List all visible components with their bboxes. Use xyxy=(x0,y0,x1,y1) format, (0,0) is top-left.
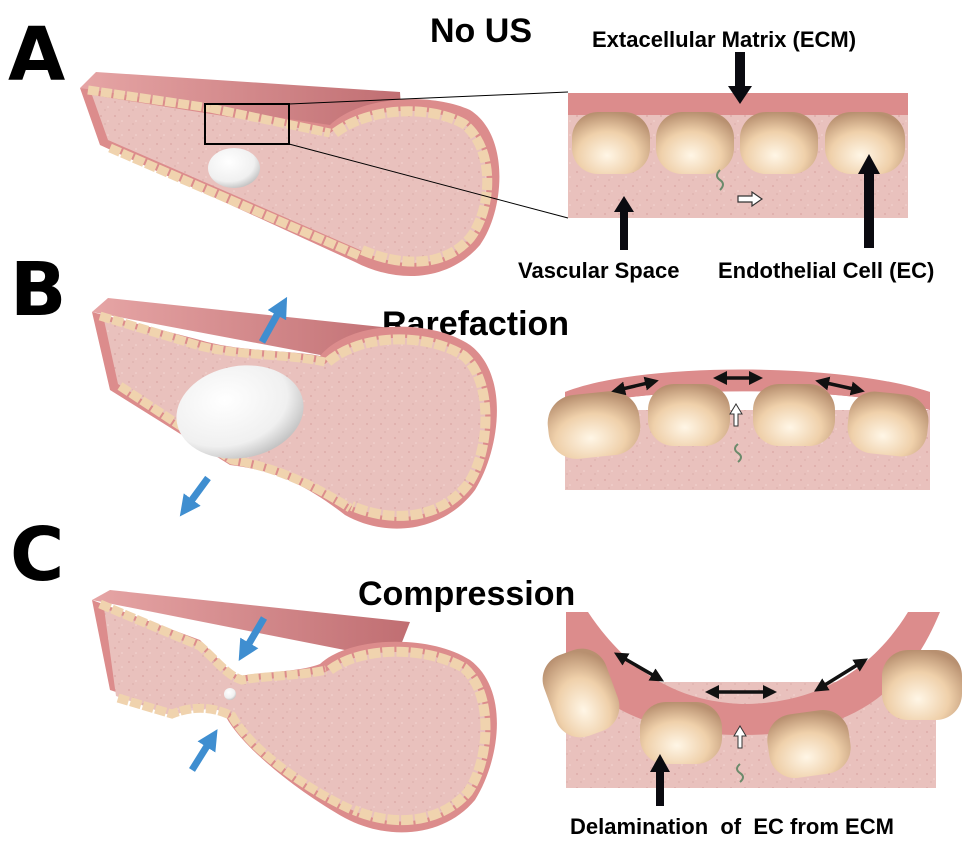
vessel-a xyxy=(80,72,568,276)
vessel-b xyxy=(92,298,497,529)
endothelial-cell-label: Endothelial Cell (EC) xyxy=(718,258,934,283)
zoom-b xyxy=(545,370,931,491)
ultrasound-arrow xyxy=(186,478,208,508)
endothelial-cell xyxy=(882,650,962,720)
endothelial-cell xyxy=(648,384,730,446)
microbubble xyxy=(208,148,260,188)
ultrasound-arrow xyxy=(192,738,212,770)
endothelial-cell xyxy=(753,384,835,446)
ecm-label: Extacellular Matrix (ECM) xyxy=(592,27,856,52)
vessel-c xyxy=(92,590,497,832)
panel-c-letter: C xyxy=(10,512,64,598)
panel-a-title: No US xyxy=(430,12,532,50)
compressed-microbubble xyxy=(224,688,236,700)
endothelial-cell xyxy=(640,702,722,764)
panel-a-letter: A xyxy=(8,12,65,98)
zoom-c xyxy=(535,612,962,788)
endothelial-cell xyxy=(572,112,650,174)
panel-b-letter: B xyxy=(10,247,66,333)
panel-b: B Rarefaction xyxy=(10,247,931,529)
endothelial-cell xyxy=(740,112,818,174)
vascular-space-label: Vascular Space xyxy=(518,258,679,283)
panel-c: C Compression xyxy=(10,512,962,839)
panel-a: A No US xyxy=(8,12,934,283)
delamination-label: Delamination of EC from ECM xyxy=(570,814,894,839)
panel-c-title: Compression xyxy=(358,575,575,613)
endothelial-cell xyxy=(656,112,734,174)
zoom-a xyxy=(568,93,908,218)
